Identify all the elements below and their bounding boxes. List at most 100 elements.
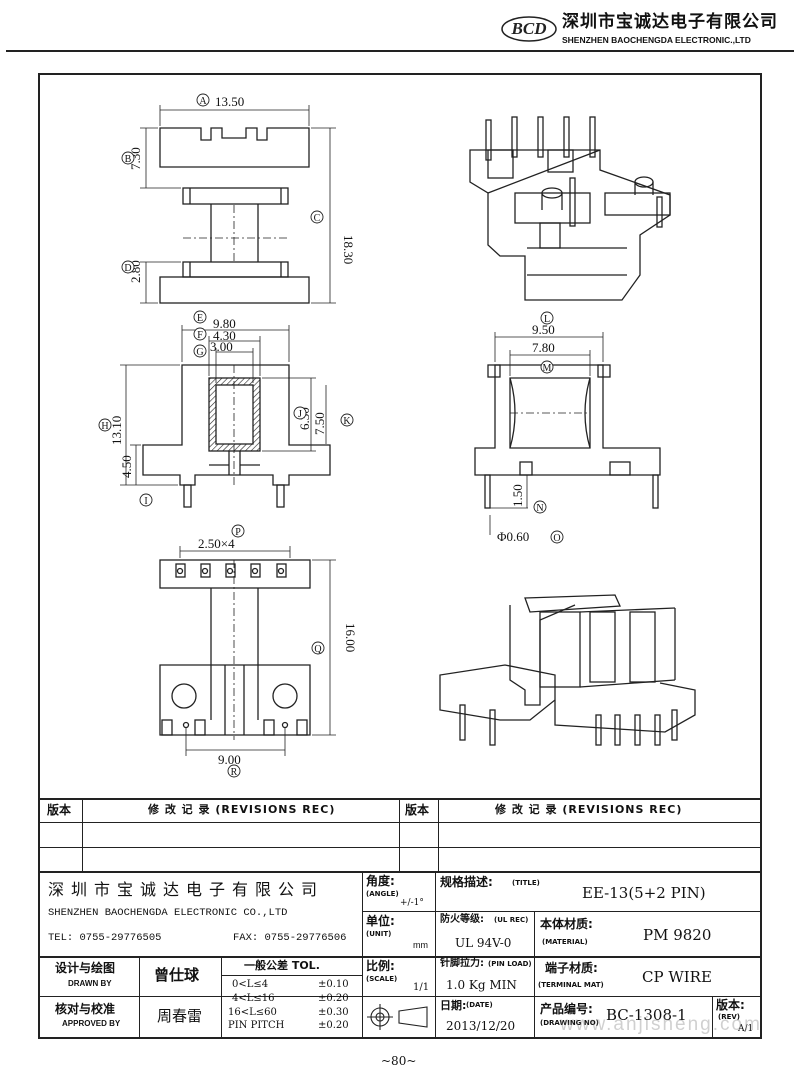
tb-unit-label-en: (UNIT) [366,930,392,938]
tb-row-rule [38,956,762,958]
tb-rev-label-en: (REV) [718,1013,740,1021]
tb-tol-title: 一般公差 TOL. [244,959,320,972]
svg-text:E: E [197,313,203,324]
dim-H-value: 13.10 [109,416,124,445]
tb-unit-value: mm [413,940,428,950]
tb-terminal-label-en: (TERMINAL MAT) [538,981,604,989]
tb-date-label: 日期: [440,999,467,1012]
label-F: F [193,327,207,341]
isometric-view-top [469,116,671,301]
tb-drawing-no-label-en: (DRAWING NO) [540,1019,599,1027]
rev-version-header-right: 版本 [405,803,430,817]
tb-designer-name: 曾仕球 [154,966,200,984]
title-block-top-rule [38,871,762,873]
front-view [140,105,336,304]
svg-text:G: G [196,347,203,358]
tb-company-name-en: SHENZHEN BAOCHENGDA ELECTRONIC CO.,LTD [48,907,288,919]
drawing-frame [38,73,762,1039]
label-J: J [293,406,307,420]
tb-tol-value-0: ±0.10 [318,979,349,990]
svg-text:N: N [536,503,543,514]
label-N: N [533,500,547,514]
tb-angle-label-en: (ANGLE) [366,890,399,898]
rev-col-rule [438,798,439,871]
dim-N-value: 1.50 [510,484,525,507]
tb-terminal-label: 端子材质: [545,961,598,975]
svg-text:P: P [235,527,241,538]
rev-record-header-right: 修 改 记 录 (REVISIONS REC) [495,803,683,816]
tb-tel: TEL: 0755-29776505 [48,932,162,944]
tb-scale-label-en: (SCALE) [366,975,398,983]
company-logo: BCD [500,12,558,44]
label-I: I [139,493,153,507]
dim-Q-value: 16.00 [343,623,358,652]
page-number: ~80~ [381,1054,417,1068]
tb-tol-value-3: ±0.20 [318,1020,349,1031]
svg-text:A: A [199,96,207,107]
svg-text:B: B [125,154,132,165]
tb-row-rule [38,996,762,997]
tb-tol-value-2: ±0.30 [318,1007,349,1018]
tb-material-label: 本体材质: [540,917,593,931]
watermark: www.anjisheng.com [560,1014,762,1035]
tb-designer-label-en: DRAWN BY [68,979,112,988]
dim-K-value: 7.50 [312,412,327,435]
logo-text: BCD [511,19,547,38]
svg-text:J: J [298,409,302,420]
label-O: O [550,530,564,544]
company-name-en: SHENZHEN BAOCHENGDA ELECTRONIC.,LTD [562,35,751,45]
svg-text:K: K [343,416,351,427]
rev-col-rule [399,798,400,871]
svg-text:F: F [197,330,203,341]
isometric-view-bottom [439,594,696,746]
label-A: A [196,93,210,107]
tb-company-name-cn: 深圳市宝诚达电子有限公司 [48,880,325,899]
tb-ul-label: 防火等级: [440,914,484,925]
tb-title-label-en: (TITLE) [512,879,540,887]
tb-date-value: 2013/12/20 [446,1019,516,1033]
rev-record-header-left: 修 改 记 录 (REVISIONS REC) [148,803,336,816]
svg-text:M: M [543,363,552,374]
tb-rev-value: A/1 [738,1024,754,1034]
dim-A-value: 13.50 [215,94,244,109]
label-K: K [340,413,354,427]
tb-unit-label: 单位: [366,914,395,928]
dim-R-value: 9.00 [218,752,241,767]
tb-ul-label-en: (UL REC) [494,916,529,924]
label-H: H [98,418,112,432]
dim-C-value: 18.30 [341,235,356,264]
svg-text:R: R [231,767,238,778]
tb-drawing-no-label: 产品编号: [540,1002,593,1016]
svg-text:Q: Q [314,644,322,655]
label-E: E [193,310,207,324]
tb-scale-value: 1/1 [413,982,430,993]
technical-drawing: 13.50 7.30 2.80 18.30 9.80 4.30 3.00 13.… [98,93,696,778]
tb-date-label-en: (DATE) [466,1001,493,1009]
svg-text:D: D [124,263,131,274]
rev-table-row-rule [38,822,762,823]
tb-approver-name: 周春雷 [157,1007,203,1025]
dim-E-value: 9.80 [213,316,236,331]
tb-pinload-label-en: (PIN LOAD) [488,960,532,968]
rev-table-row-rule [38,847,762,848]
tb-approver-label: 核对与校准 [55,1002,116,1016]
dim-P-value: 2.50×4 [198,536,235,551]
rev-table-top-rule [38,798,762,800]
tb-tol-value-1: ±0.20 [318,993,349,1004]
dim-O-value: Φ0.60 [497,529,529,544]
rev-version-header-left: 版本 [47,803,72,817]
tb-angle-value: +/-1° [400,898,424,908]
end-view [474,332,661,535]
tb-col-rule [435,871,436,1037]
tb-title-value: EE-13(5+2 PIN) [582,884,706,902]
rev-col-rule [82,798,83,871]
tb-ul-value: UL 94V-0 [455,936,512,950]
tb-tol-range-2: 16<L≤60 [228,1007,277,1018]
dim-G-value: 3.00 [210,339,233,354]
label-R: R [227,764,241,778]
tb-tol-range-1: 4<L≤16 [232,993,275,1004]
tb-tol-range-3: PIN PITCH [228,1020,285,1031]
label-P: P [231,524,245,538]
label-G: G [193,344,207,358]
tb-tol-range-0: 0<L≤4 [232,979,269,990]
